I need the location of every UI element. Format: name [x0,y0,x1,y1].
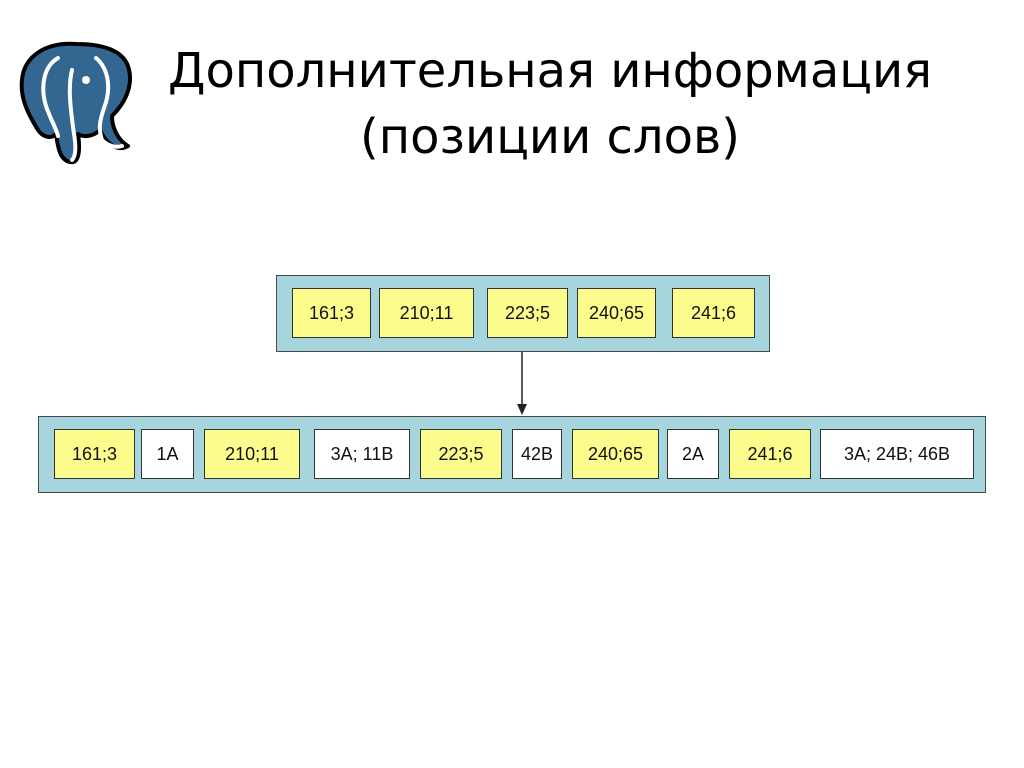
key-cell: 241;6 [729,429,811,479]
key-cell: 210;11 [204,429,300,479]
key-cell: 210;11 [379,288,474,338]
positions-cell: 2A [667,429,719,479]
positions-cell: 1A [141,429,194,479]
key-cell: 223;5 [420,429,502,479]
key-cell: 161;3 [54,429,135,479]
key-cell: 223;5 [487,288,568,338]
key-cell: 241;6 [672,288,755,338]
positions-cell: 42B [512,429,562,479]
positions-cell: 3A; 11B [314,429,410,479]
postgresql-elephant-icon [16,38,135,168]
arrow-down-icon [517,352,527,415]
key-cell: 161;3 [292,288,371,338]
positions-cell: 3A; 24B; 46B [820,429,974,479]
key-cell: 240;65 [572,429,659,479]
slide-title: Дополнительная информация (позиции слов) [140,38,960,170]
title-line-2: (позиции слов) [360,109,740,165]
title-line-1: Дополнительная информация [167,43,933,99]
key-cell: 240;65 [577,288,656,338]
